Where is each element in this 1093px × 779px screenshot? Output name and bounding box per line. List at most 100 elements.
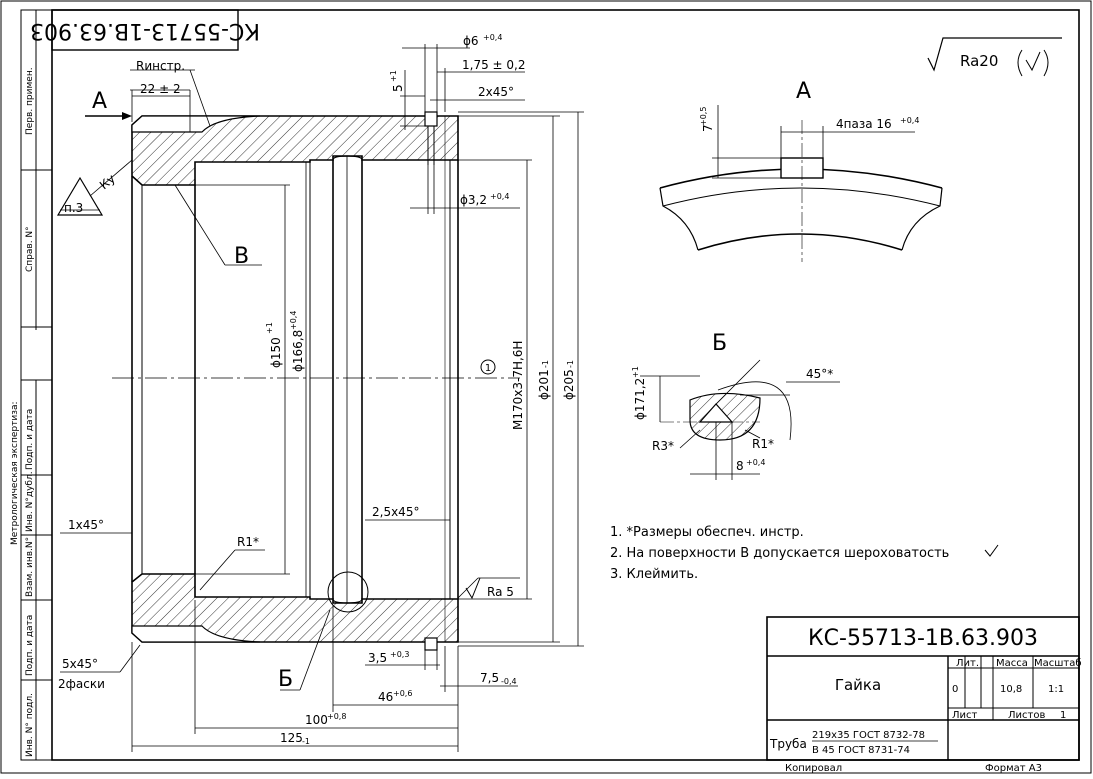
dim-32: ϕ3,2 [460, 193, 487, 207]
dim-100: 100 [305, 713, 328, 727]
base-triangle: п.3 Ку [56, 172, 118, 216]
dim-5x45: 5х45° [62, 657, 98, 671]
general-roughness: Ra20 [927, 37, 1062, 77]
leader-letters: В Б 1 [234, 244, 496, 692]
dim-ra5: Ra 5 [487, 585, 514, 599]
note-3: 3. Клеймить. [610, 567, 698, 582]
dim-35: 3,5 [368, 651, 387, 665]
base-label: п.3 [64, 201, 83, 215]
title-mass-label: Масса [996, 658, 1028, 669]
corner-drawing-number: КС-55713-1В.63.903 [30, 18, 260, 43]
title-drawing-number: КС-55713-1В.63.903 [808, 626, 1038, 651]
view-arrow-a: А [85, 89, 132, 120]
detail-b-r1: R1* [752, 437, 774, 451]
dim-46-tol: +0,6 [393, 689, 412, 698]
view-a-title: А [796, 79, 811, 104]
title-sheets-value: 1 [1060, 710, 1066, 721]
detail-b-45: 45°* [806, 367, 833, 381]
technical-notes: 1. *Размеры обеспеч. инстр. 2. На поверх… [610, 525, 999, 582]
dim-205: ϕ205 [562, 369, 576, 400]
dim-125-tol: -1 [302, 737, 310, 746]
dim-205-tol: -1 [566, 360, 575, 368]
dim-35-tol: +0,3 [390, 650, 409, 659]
detail-b-8: 8 [736, 459, 744, 473]
dim-rinstr: Rинстр. [136, 59, 185, 73]
view-a-slots: 4паза 16 [836, 117, 892, 131]
dim-22: 22 ± 2 [140, 82, 181, 96]
dim-1x45: 1х45° [68, 518, 104, 532]
corner-number-box: КС-55713-1В.63.903 [30, 9, 260, 51]
side-podp-data1: Подп. и дата [25, 409, 35, 470]
dim-46: 46 [378, 690, 393, 704]
title-block-texts: КС-55713-1В.63.903 Гайка Лит. Масса Масш… [769, 626, 1082, 774]
dim-25x45: 2,5х45° [372, 505, 419, 519]
dim-2x45: 2х45° [478, 85, 514, 99]
title-part-name: Гайка [835, 676, 881, 694]
side-perv-primen: Перв. примен. [25, 67, 35, 135]
title-format: Формат А3 [985, 763, 1042, 774]
detail-b-1712: ϕ171,2 [633, 378, 647, 420]
dim-32-tol: +0,4 [490, 192, 509, 201]
dim-5: 5 [391, 84, 405, 92]
dim-75-tol: -0,4 [501, 677, 517, 686]
dim-1668: ϕ166,8 [291, 330, 305, 372]
side-labels: Перв. примен. Справ. N° Метрологическая … [10, 67, 35, 757]
title-lit-value: 0 [952, 684, 958, 695]
side-podp-data2: Подп. и дата [25, 615, 35, 676]
side-inv-dubl: Инв. N°дубл. [25, 471, 35, 532]
view-a-slots-tol: +0,4 [900, 116, 919, 125]
leader-b: В [234, 244, 249, 269]
detail-b-r3: R3* [652, 439, 674, 453]
dim-two-chamfers: 2фаски [58, 677, 105, 691]
dim-201-tol: -1 [541, 360, 550, 368]
side-sprav-no: Справ. N° [25, 226, 35, 272]
view-a-arrow-label: А [92, 89, 107, 114]
title-mass-value: 10,8 [1000, 684, 1022, 695]
note-2-roughness-mark [984, 544, 999, 557]
detail-b-title: Б [712, 331, 727, 356]
view-a-7: 7 [701, 124, 715, 132]
dim-150: ϕ150 [269, 337, 283, 368]
circle-mark: 1 [485, 363, 491, 374]
dim-d6: ϕ6 [463, 34, 479, 48]
title-block [766, 616, 1080, 761]
note-2: 2. На поверхности В допускается шерохова… [610, 546, 949, 561]
title-sheets-label: Листов [1008, 710, 1045, 721]
title-scale-value: 1:1 [1048, 684, 1064, 695]
side-metrolog: Метрологическая экспертиза: [10, 401, 20, 545]
detail-b: Б ϕ171,2 +1 45°* R3* R1* 8 +0,4 [631, 331, 840, 480]
view-a-7-tol: +0,5 [699, 107, 708, 126]
title-sheet-label: Лист [952, 710, 978, 721]
dim-100-tol: +0,8 [327, 712, 346, 721]
dim-1668-tol: +0,4 [289, 311, 298, 330]
note-1: 1. *Размеры обеспеч. инстр. [610, 525, 804, 540]
detail-b-1712-tol: +1 [631, 366, 640, 378]
title-copied: Копировал [785, 763, 842, 774]
main-section [112, 111, 520, 651]
view-a: А 4паза 16 +0,4 7 +0,5 [659, 79, 943, 262]
dim-175: 1,75 ± 0,2 [462, 58, 526, 72]
ra5-mark [465, 577, 481, 600]
dim-201: ϕ201 [537, 369, 551, 400]
general-roughness-label: Ra20 [960, 52, 998, 70]
main-dimension-texts: 22 ± 2 Rинстр. ϕ6 +0,4 1,75 ± 0,2 2х45° … [58, 33, 576, 746]
title-material-line2: В 45 ГОСТ 8731-74 [812, 745, 910, 756]
dim-d6-tol: +0,4 [483, 33, 502, 42]
title-material-prefix: Труба [769, 737, 807, 751]
side-vzam-inv: Взам. инв.N° [25, 537, 35, 597]
dim-75: 7,5 [480, 671, 499, 685]
title-lit-label: Лит. [956, 658, 979, 669]
title-scale-label: Масштаб [1034, 658, 1082, 669]
dim-150-tol: +1 [265, 322, 274, 334]
dim-5-tol: +1 [389, 70, 398, 82]
detail-b-8-tol: +0,4 [746, 458, 765, 467]
main-dimension-lines [60, 44, 584, 752]
side-inv-podl: Инв. N° подл. [25, 693, 35, 757]
dim-125: 125 [280, 731, 303, 745]
title-material-line1: 219х35 ГОСТ 8732-78 [812, 730, 925, 741]
dim-thread: М170х3-7Н,6Н [511, 341, 525, 430]
dim-r1: R1* [237, 535, 259, 549]
